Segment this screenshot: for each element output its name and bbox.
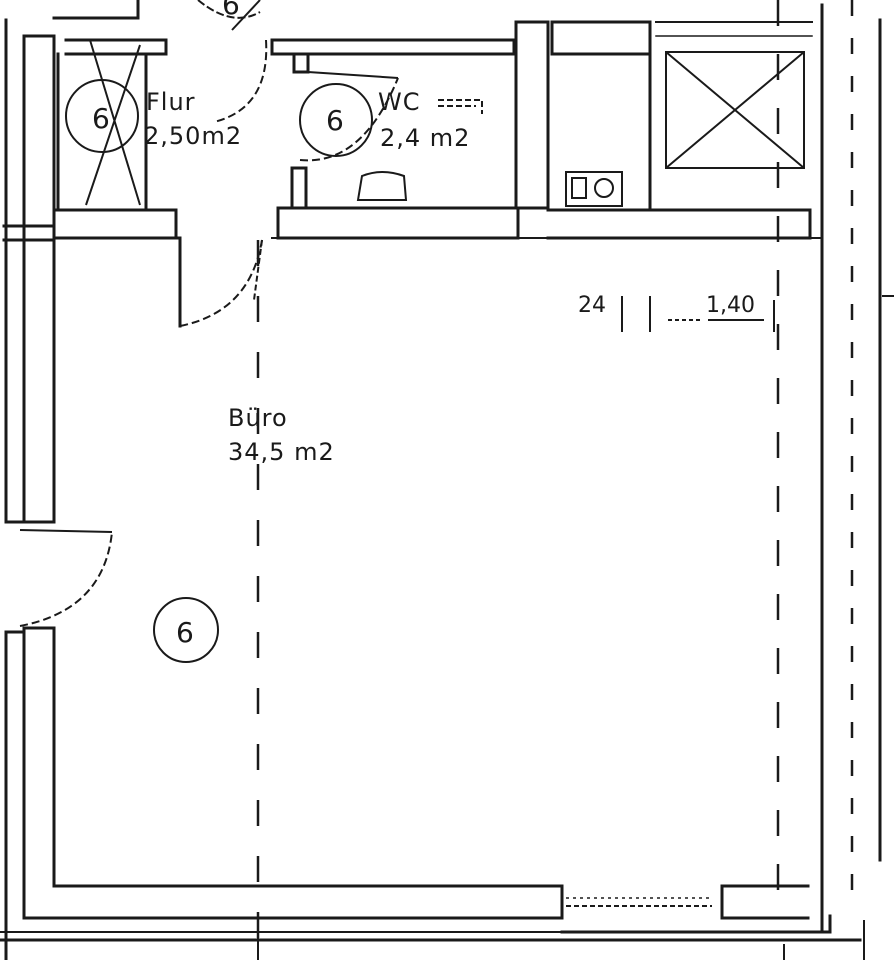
west-wall bbox=[2, 18, 56, 960]
top-door-leaf bbox=[231, 0, 261, 31]
buero-room-area: 34,5 m2 bbox=[228, 438, 335, 466]
stove-burner-round bbox=[594, 178, 614, 198]
east-wall bbox=[820, 3, 882, 934]
kitchen-walls bbox=[550, 20, 813, 212]
flur-room-name: Flur bbox=[146, 88, 196, 116]
wc-door-leaf bbox=[307, 71, 399, 79]
stove-unit bbox=[565, 171, 623, 207]
wc-room-number: 6 bbox=[326, 104, 344, 137]
toilet-bowl bbox=[356, 171, 408, 201]
buero-room-number: 6 bbox=[176, 616, 194, 649]
flur-room-area: 2,50m2 bbox=[144, 122, 242, 150]
wc-room-area: 2,4 m2 bbox=[380, 124, 470, 152]
wc-sink bbox=[438, 99, 483, 114]
internal-partition bbox=[52, 206, 823, 328]
flur-room-number: 6 bbox=[92, 102, 110, 135]
top-room-number: 6 bbox=[222, 0, 240, 21]
stove-burner-square bbox=[571, 177, 587, 199]
flur-door-arc bbox=[213, 39, 268, 123]
buero-number-circle bbox=[153, 597, 219, 663]
west-door-leaf bbox=[19, 529, 113, 533]
flur-shaft bbox=[85, 39, 141, 206]
wc-number-circle bbox=[299, 83, 373, 157]
flur-number-circle bbox=[65, 79, 139, 153]
wc-door-arc bbox=[299, 77, 399, 162]
top-door-swing bbox=[197, 0, 261, 19]
dimension-ticks bbox=[257, 295, 894, 960]
buero-door-arc bbox=[179, 239, 263, 327]
wc-room-name: WC bbox=[378, 88, 421, 116]
west-door-arc bbox=[19, 531, 113, 627]
buero-room-name: Büro bbox=[228, 404, 288, 432]
dimension-label-left: 24 bbox=[578, 293, 606, 318]
flur-walls bbox=[52, 0, 168, 212]
south-wall bbox=[0, 884, 862, 942]
buero-door-leaf bbox=[253, 239, 263, 301]
wc-walls bbox=[270, 20, 550, 210]
dimension-label-right: 1,40 bbox=[706, 293, 755, 318]
kitchen-shaft bbox=[665, 51, 805, 169]
